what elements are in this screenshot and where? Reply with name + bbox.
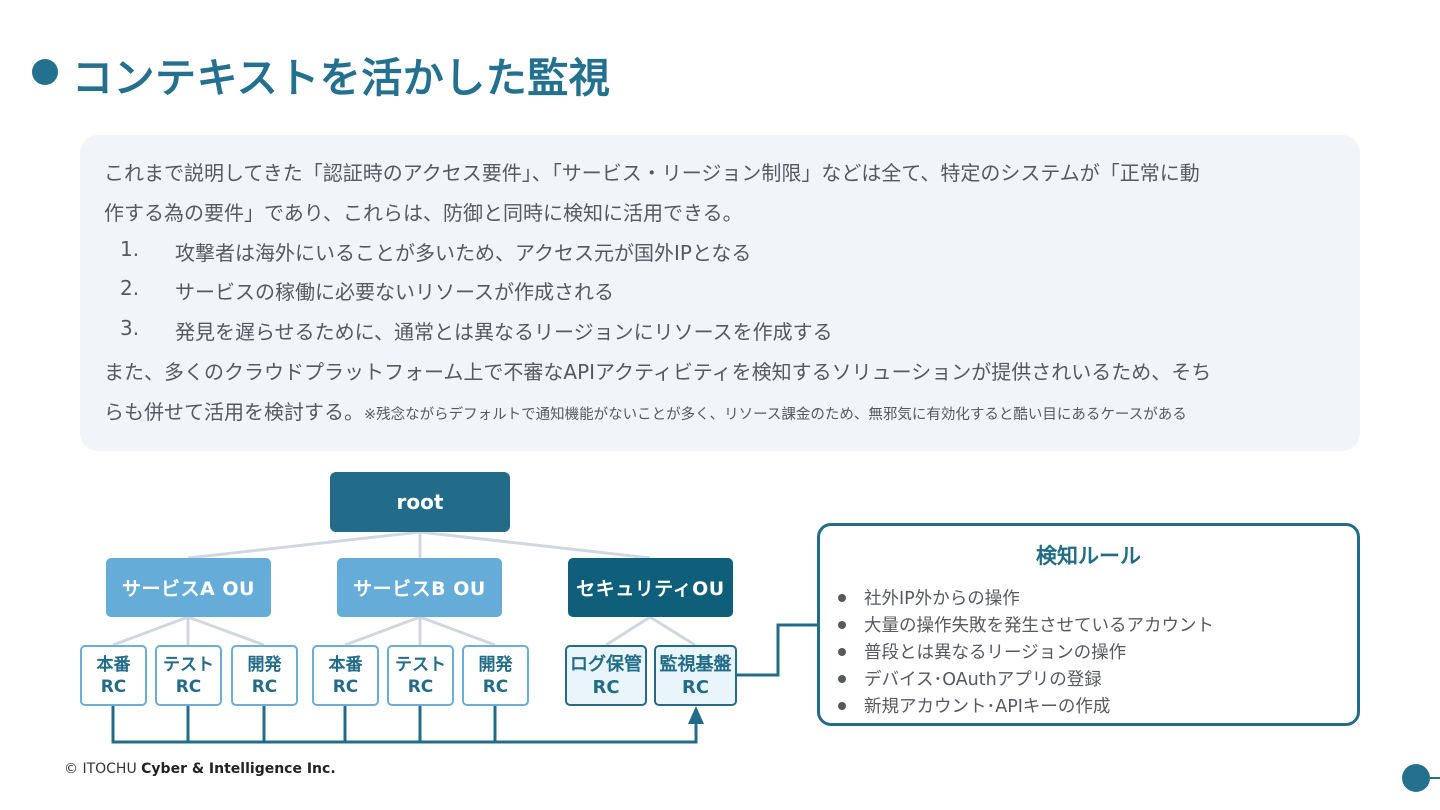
paragraph-line-3: また、多くのクラウドプラットフォーム上で不審なAPIアクティビティを検知するソリ… (104, 360, 1212, 384)
ou-security: セキュリティOU (568, 558, 733, 617)
rc-type: RC (175, 676, 202, 697)
list-item: 社外IP外からの操作 (838, 584, 1214, 611)
company-brand: Cyber & Intelligence Inc. (141, 761, 336, 777)
log-collection-line (111, 706, 698, 744)
root-node: root (330, 472, 510, 532)
list-item: デバイス･OAuthアプリの登録 (838, 665, 1214, 692)
ou-service-b: サービスB OU (337, 558, 502, 617)
corner-dot-icon (1402, 764, 1430, 792)
rc-label: テスト (163, 654, 214, 675)
rule-text: 普段とは異なるリージョンの操作 (864, 643, 1127, 663)
explanation-panel: これまで説明してきた「認証時のアクセス要件」、「サービス・リージョン制限」などは… (80, 135, 1360, 451)
rc-label: 監視基盤 (659, 653, 732, 675)
bullet-icon (838, 674, 846, 683)
list-item: 新規アカウント･APIキーの作成 (838, 692, 1214, 719)
corner-line-decoration (1428, 777, 1440, 779)
rc-label: 開発 (478, 654, 513, 675)
rc-label: 開発 (247, 654, 282, 675)
footnote-text: ※残念ながらデフォルトで通知機能がないことが多く、リソース課金のため、無邪気に有… (364, 407, 1187, 423)
connector-ou-a-rc1 (112, 615, 189, 647)
connector-ou-sec-rc2 (649, 615, 696, 647)
detection-rules-list: 社外IP外からの操作 大量の操作失敗を発生させているアカウント 普段とは異なるリ… (838, 584, 1214, 719)
copyright-prefix: © ITOCHU (64, 761, 142, 777)
rc-type: RC (407, 676, 434, 697)
bullet-icon (838, 647, 846, 656)
list-item-number: 3. (120, 316, 140, 340)
rc-label: 本番 (328, 654, 363, 675)
list-item-text: 攻撃者は海外にいることが多いため、アクセス元が国外IPとなる (175, 241, 752, 265)
connector-ou-a-rc3 (187, 615, 265, 647)
paragraph-line-4-text: らも併せて活用を検討する。 (104, 400, 364, 424)
detection-rules-title: 検知ルール (1036, 544, 1141, 568)
detection-rules-box: 検知ルール 社外IP外からの操作 大量の操作失敗を発生させているアカウント 普段… (817, 523, 1360, 726)
connector-root-ou-a (187, 530, 421, 560)
monitoring-to-rules-line (737, 623, 817, 677)
list-item: 普段とは異なるリージョンの操作 (838, 638, 1214, 665)
page-title: コンテキストを活かした監視 (72, 54, 611, 102)
arrow-up-icon (688, 706, 704, 724)
bullet-icon (838, 593, 846, 602)
bullet-icon (838, 701, 846, 710)
rule-text: 社外IP外からの操作 (864, 589, 1020, 609)
rc-type: RC (332, 676, 359, 697)
paragraph-line-1: これまで説明してきた「認証時のアクセス要件」、「サービス・リージョン制限」などは… (104, 161, 1200, 185)
rc-type: RC (482, 676, 509, 697)
rc-type: RC (251, 676, 278, 697)
title-bullet-icon (32, 59, 58, 85)
rule-text: 大量の操作失敗を発生させているアカウント (864, 616, 1214, 636)
rc-label: 本番 (96, 654, 131, 675)
connector-ou-b-rc3 (419, 615, 496, 647)
connector-ou-sec-rc1 (605, 615, 651, 647)
paragraph-line-4: らも併せて活用を検討する。※残念ながらデフォルトで通知機能がないことが多く、リソ… (104, 396, 1187, 425)
list-item-number: 1. (120, 237, 140, 261)
paragraph-line-2: 作する為の要件」であり、これらは、防御と同時に検知に活用できる。 (104, 201, 743, 225)
list-item-text: サービスの稼働に必要ないリソースが作成される (175, 280, 614, 304)
rule-text: デバイス･OAuthアプリの登録 (864, 670, 1102, 690)
connector-root-ou-sec (419, 530, 651, 560)
list-item: 大量の操作失敗を発生させているアカウント (838, 611, 1214, 638)
rc-type: RC (592, 676, 620, 698)
rule-text: 新規アカウント･APIキーの作成 (864, 697, 1111, 717)
rc-label: テスト (395, 654, 446, 675)
list-item-text: 発見を遅らせるために、通常とは異なるリージョンにリソースを作成する (175, 320, 833, 344)
list-item-number: 2. (120, 276, 140, 300)
rc-type: RC (681, 676, 710, 698)
copyright: © ITOCHU Cyber & Intelligence Inc. (64, 761, 336, 777)
rc-type: RC (100, 676, 127, 697)
ou-service-a: サービスA OU (106, 558, 271, 617)
connector-ou-b-rc1 (344, 615, 421, 647)
rc-label: ログ保管 (570, 653, 642, 675)
bullet-icon (838, 620, 846, 629)
